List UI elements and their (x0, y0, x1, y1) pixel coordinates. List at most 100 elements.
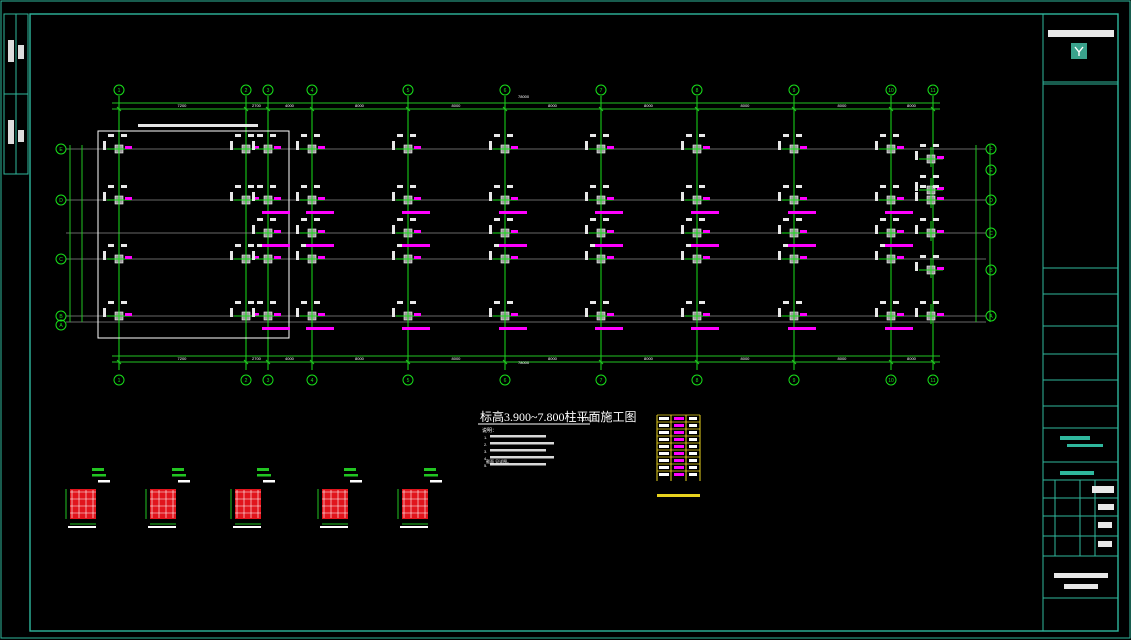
column-tag (274, 313, 281, 316)
axis-bubble-circle (927, 84, 939, 96)
dimension-tick (502, 106, 508, 112)
binding-strip (3, 13, 29, 175)
column (585, 134, 614, 157)
column-size-tag (270, 134, 276, 137)
axis-bubble: C (985, 227, 997, 239)
column-size-tag (920, 144, 926, 147)
axis-bubble: 11 (927, 374, 939, 386)
axis-bubble-label: B (59, 314, 63, 320)
section-body (322, 489, 348, 519)
table-cell-mark (674, 417, 684, 420)
column-size-tag (880, 185, 886, 188)
dimension-tick (888, 106, 894, 112)
column-size-tag (875, 308, 878, 317)
axis-bubble-circle (306, 374, 318, 386)
floor-height-table (656, 414, 701, 497)
section-label (172, 468, 184, 471)
column (681, 134, 710, 157)
column-size-tag (686, 218, 692, 221)
title-block-text-marks (1054, 436, 1114, 589)
table-cell-mark (659, 431, 669, 434)
column-reinforcement-tag (691, 244, 719, 247)
column-tag (274, 146, 281, 149)
axis-bubble-label: E (59, 147, 63, 153)
column-tag (414, 146, 421, 149)
dimension-tick (502, 359, 508, 365)
columns-layer (103, 134, 944, 330)
drawing-title: 标高3.900~7.800柱平面施工图 (480, 409, 637, 424)
axis-bubble: 9 (788, 374, 800, 386)
section-body (235, 489, 261, 519)
column-tag (937, 230, 944, 233)
horizontal-grid-axes (66, 148, 986, 323)
column-tag (703, 230, 710, 233)
axis-bubble-circle (262, 374, 274, 386)
axis-bubble-label: 11 (930, 378, 935, 384)
column-size-tag (489, 308, 492, 317)
column-size-tag (257, 244, 263, 247)
axis-bubble-label: 7 (600, 378, 603, 384)
column-size-tag (699, 134, 705, 137)
column-size-tag (121, 244, 127, 247)
column-size-tag (920, 218, 926, 221)
column-size-tag (933, 218, 939, 221)
column-size-tag (410, 134, 416, 137)
column-tag (897, 313, 904, 316)
column-size-tag (252, 192, 255, 201)
column (296, 185, 325, 208)
axis-bubble-circle (885, 84, 897, 96)
axis-bubble-circle (985, 164, 997, 176)
column-reinforcement-tag (262, 211, 290, 214)
column (915, 218, 944, 241)
axis-bubble-label: 11 (930, 88, 935, 94)
column-reinforcement-tag (499, 327, 527, 330)
column-reinforcement-tag (691, 211, 719, 214)
column (252, 134, 281, 157)
column-size-tag (296, 251, 299, 260)
dimension-label: 8000 (907, 103, 917, 108)
axis-bubble-label: D (59, 198, 63, 204)
column-size-tag (875, 192, 878, 201)
column-size-tag (915, 151, 918, 160)
column-tag (897, 256, 904, 259)
column-size-tag (252, 141, 255, 150)
column (392, 218, 421, 241)
column-section-detail (317, 468, 362, 528)
table-cell-mark (659, 473, 669, 476)
section-label (344, 468, 356, 471)
column-size-tag (248, 244, 254, 247)
column-tag (937, 267, 944, 270)
column-reinforcement-tag (885, 211, 913, 214)
axis-bubble: E (985, 164, 997, 176)
axis-bubble-label: 10 (888, 88, 894, 94)
axis-bubble: 7 (595, 84, 607, 96)
axis-bubble-label: A (989, 314, 993, 320)
column (585, 185, 614, 208)
column (778, 301, 807, 324)
axis-bubble-circle (55, 194, 67, 206)
column-reinforcement-tag (306, 327, 334, 330)
column-size-tag (410, 301, 416, 304)
column-size-tag (933, 185, 939, 188)
dimension-tick (309, 106, 315, 112)
dimension-tick (405, 106, 411, 112)
column-size-tag (494, 134, 500, 137)
column-reinforcement-tag (499, 211, 527, 214)
axis-bubble-label: 3 (267, 88, 270, 94)
table-cell-mark (674, 424, 684, 427)
column-size-tag (933, 144, 939, 147)
dimension-tick (791, 359, 797, 365)
column-tag (252, 313, 259, 316)
column-size-tag (507, 218, 513, 221)
column-size-tag (590, 218, 596, 221)
column-reinforcement-tag (595, 327, 623, 330)
axis-bubble-circle (240, 84, 252, 96)
column-size-tag (681, 141, 684, 150)
column-size-tag (314, 185, 320, 188)
column-tag (607, 313, 614, 316)
column-size-tag (270, 185, 276, 188)
section-label (178, 480, 190, 483)
column-size-tag (397, 218, 403, 221)
axis-bubble-label: A (59, 323, 63, 329)
table-cell-mark (674, 445, 684, 448)
